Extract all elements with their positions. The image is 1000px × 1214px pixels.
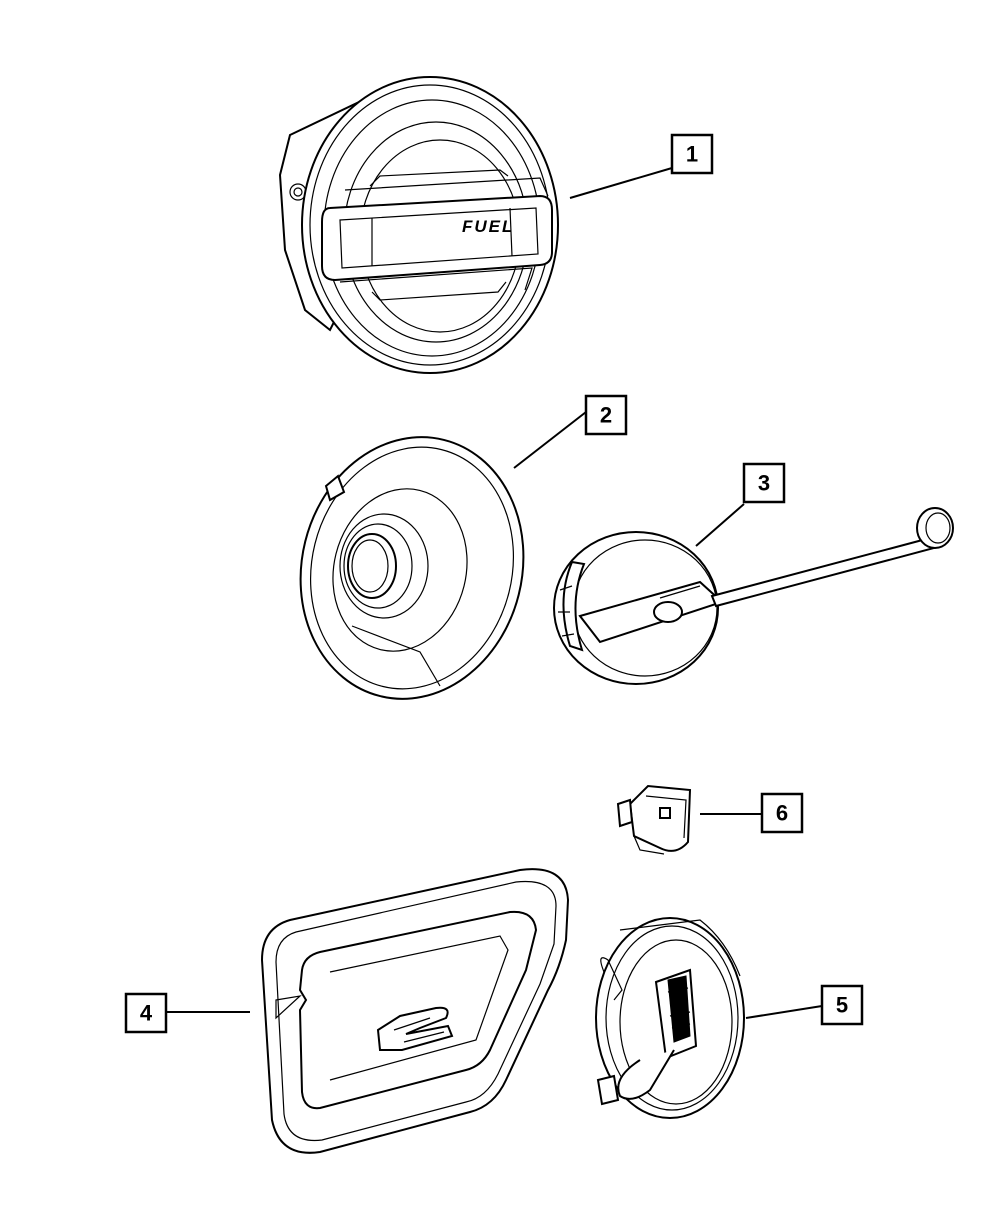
part-3-fuel-cap-tether bbox=[553, 507, 954, 685]
leader-line-2 bbox=[513, 411, 587, 469]
callout-5-label: 5 bbox=[836, 993, 848, 1018]
leader-line-1 bbox=[569, 167, 673, 199]
part-6-latch-actuator bbox=[616, 784, 692, 855]
leader-line-3 bbox=[695, 503, 745, 547]
callout-6: 6 bbox=[760, 792, 804, 834]
part-4-fuel-door-panel bbox=[260, 868, 570, 1154]
part-5-filler-neck-latch bbox=[595, 917, 745, 1119]
part-2-filler-housing bbox=[299, 436, 525, 700]
callout-4: 4 bbox=[124, 992, 168, 1034]
callout-3-label: 3 bbox=[758, 471, 770, 496]
callout-5: 5 bbox=[820, 984, 864, 1026]
part-1-fuel-door-assembly: FUEL bbox=[278, 76, 559, 374]
callout-6-label: 6 bbox=[776, 801, 788, 826]
callout-3: 3 bbox=[742, 462, 786, 504]
callout-1: 1 bbox=[670, 133, 714, 175]
callout-4-label: 4 bbox=[140, 1001, 153, 1026]
callout-2-label: 2 bbox=[600, 403, 612, 428]
callout-1-label: 1 bbox=[686, 142, 698, 167]
leader-line-5 bbox=[745, 1005, 823, 1019]
fuel-text-label: FUEL bbox=[462, 217, 514, 236]
callout-2: 2 bbox=[584, 394, 628, 436]
